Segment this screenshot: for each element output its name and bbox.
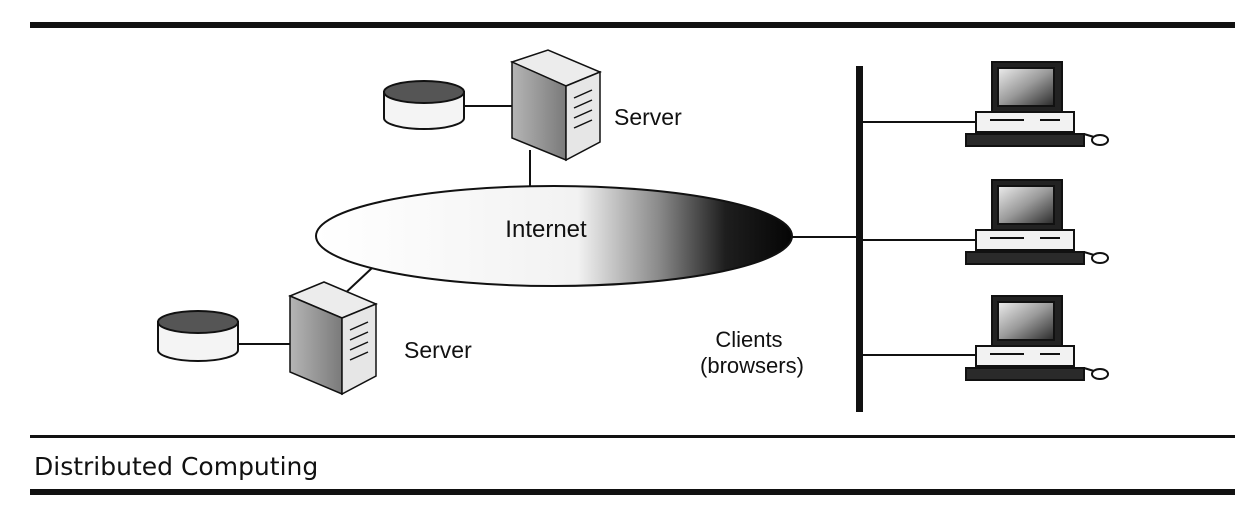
internet-cloud: Internet	[315, 185, 793, 287]
connectors	[238, 105, 984, 356]
client-computer-icon-2	[965, 179, 1109, 265]
caption-rule-top	[30, 435, 1235, 438]
internet-label: Internet	[505, 216, 587, 243]
network-bus	[856, 66, 863, 412]
server-icon-top	[509, 49, 602, 162]
database-icon-top	[383, 80, 465, 130]
clients-label: Clients (browsers)	[700, 327, 804, 378]
caption-rule-bottom	[30, 489, 1235, 495]
clients-label-line1: Clients	[715, 327, 782, 352]
top-rule	[30, 22, 1235, 28]
server-icon-bottom	[288, 281, 378, 396]
server-label-top: Server	[614, 104, 682, 130]
client-computer-icon-3	[965, 295, 1109, 381]
database-icon-bottom	[157, 310, 239, 362]
client-computer-icon-1	[965, 61, 1109, 147]
clients-label-line2: (browsers)	[700, 353, 804, 378]
diagram-caption: Distributed Computing	[34, 452, 318, 481]
server-label-bottom: Server	[404, 337, 472, 363]
